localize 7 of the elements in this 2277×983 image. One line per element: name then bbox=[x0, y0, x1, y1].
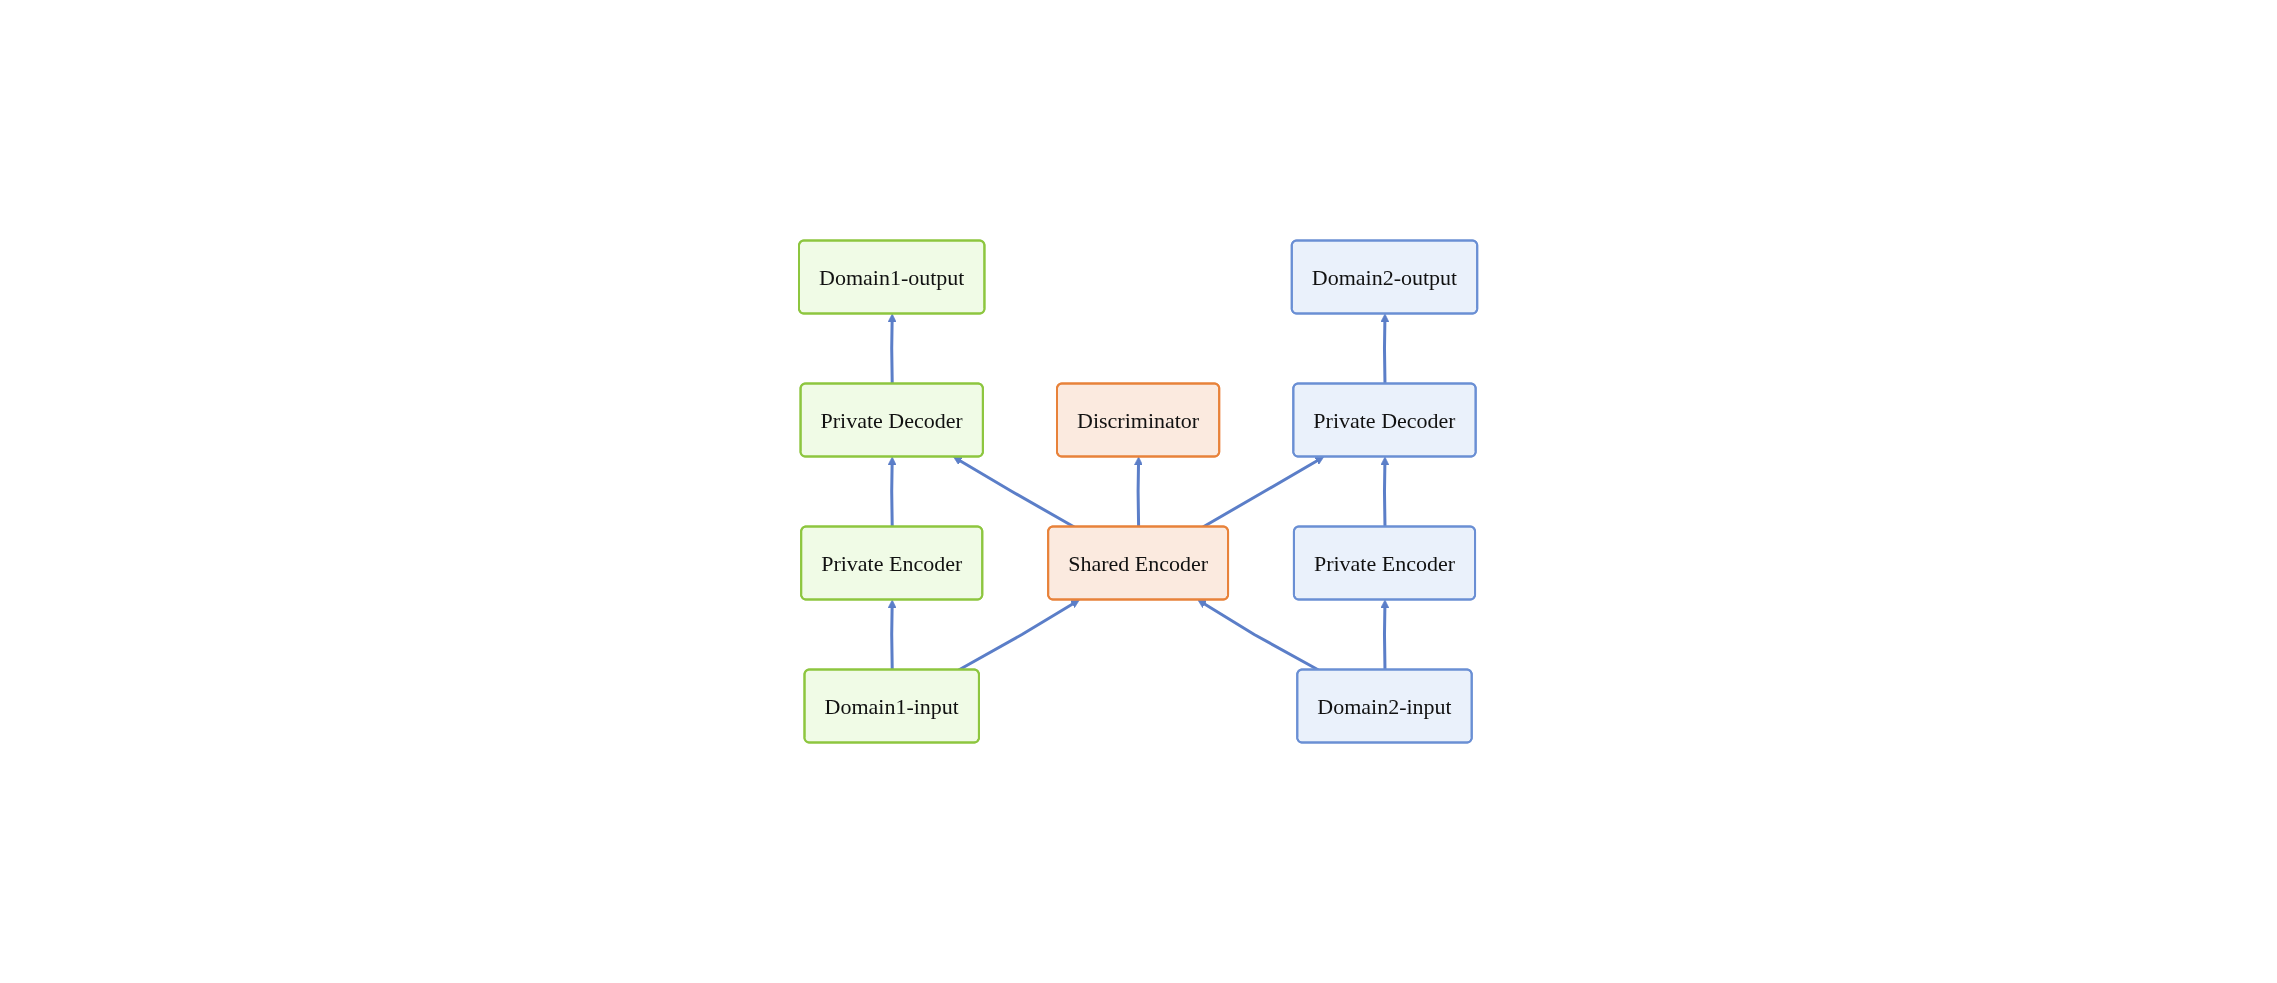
arrow bbox=[1380, 313, 1390, 385]
arrow bbox=[1134, 456, 1144, 528]
arrow bbox=[888, 456, 897, 528]
arrow bbox=[1380, 599, 1390, 671]
arrow bbox=[888, 599, 897, 671]
arrow bbox=[1380, 456, 1390, 528]
arrow bbox=[888, 313, 897, 385]
